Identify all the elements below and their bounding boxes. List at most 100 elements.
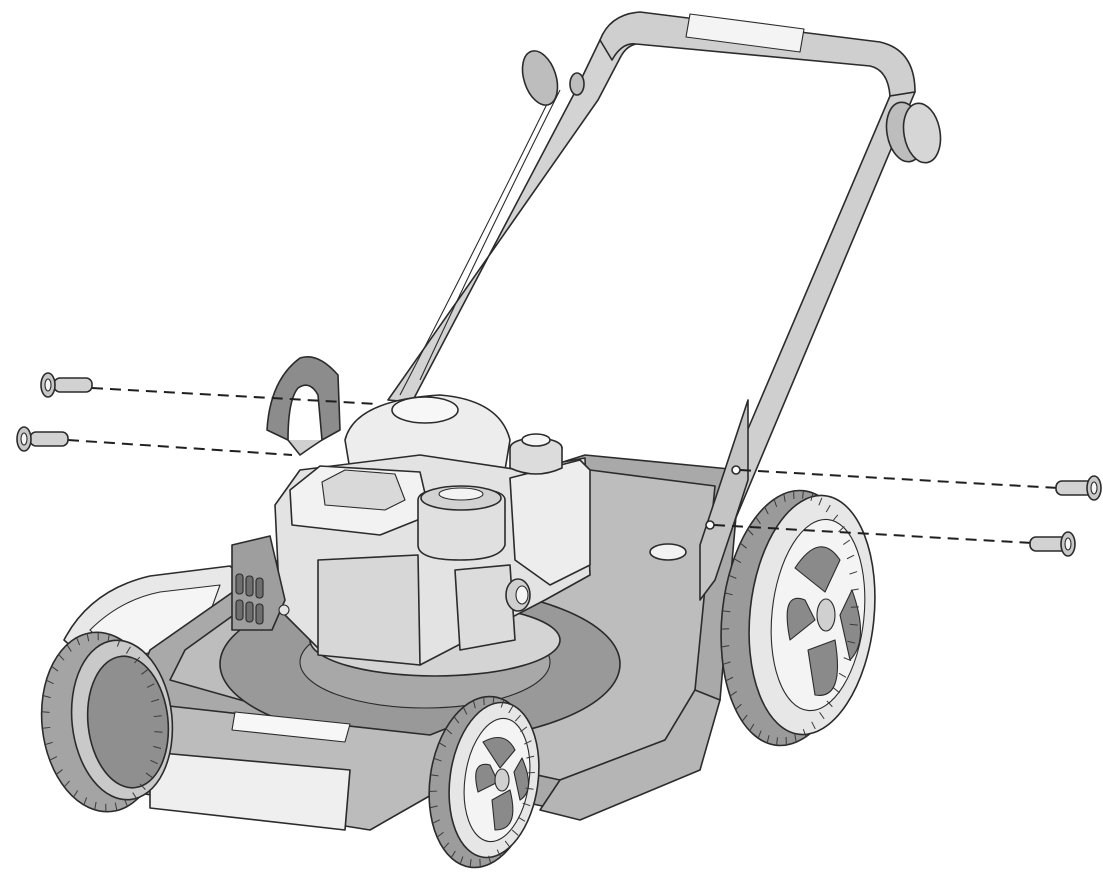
tread-tick	[429, 805, 438, 809]
tread-tick	[747, 528, 754, 536]
tread-tick	[51, 665, 59, 672]
tread-tick	[63, 780, 70, 788]
deck-hole	[649, 543, 687, 561]
tread-tick	[153, 745, 162, 749]
tread-tick	[132, 792, 138, 800]
tread-tick	[818, 497, 823, 506]
tread-tick	[436, 831, 444, 838]
tread-tick	[843, 539, 851, 545]
tread-tick	[741, 714, 748, 722]
tread-tick	[94, 801, 97, 810]
fuel-cap	[509, 447, 563, 475]
tread-tick	[83, 797, 88, 806]
tread-tick	[733, 558, 742, 564]
tread-tick	[150, 759, 158, 765]
tread-tick	[151, 698, 160, 703]
tread-tick	[116, 638, 121, 647]
tread-tick	[504, 840, 511, 848]
deck-label	[231, 711, 351, 743]
tread-tick	[107, 634, 110, 643]
bracket-bolt-hole-upper	[731, 465, 741, 475]
tread-tick	[722, 610, 731, 613]
tread-tick	[445, 728, 453, 735]
tread-tick	[134, 656, 141, 664]
tread-tick	[123, 798, 128, 807]
tread-tick	[721, 645, 730, 648]
tread-tick	[802, 490, 804, 499]
tread-tick	[146, 683, 155, 688]
guide-line-right-upper	[739, 469, 1059, 489]
tread-tick	[66, 644, 72, 652]
tread-tick	[514, 714, 521, 722]
handle-mount-bracket	[699, 399, 749, 601]
tread-tick	[520, 726, 528, 733]
tread-tick	[46, 679, 54, 685]
tread-tick	[740, 542, 747, 549]
tread-tick	[825, 504, 831, 513]
tread-tick	[832, 514, 839, 522]
tread-tick	[469, 859, 472, 868]
bolt-right-upper	[1055, 475, 1102, 501]
tread-tick	[833, 687, 840, 694]
tread-tick	[729, 691, 737, 697]
tread-tick	[488, 855, 492, 864]
tread-tick	[508, 705, 514, 714]
bolt-left-upper	[40, 372, 93, 398]
guide-line-left-lower	[67, 439, 293, 456]
tread-tick	[766, 735, 770, 744]
tread-tick	[849, 623, 858, 626]
handle-left-bar	[387, 19, 637, 403]
tread-tick	[453, 716, 460, 724]
tread-tick	[724, 592, 733, 596]
tread-tick	[462, 706, 468, 715]
tread-tick	[432, 819, 440, 824]
tread-tick	[850, 588, 859, 591]
assembly-guides	[67, 387, 1059, 544]
tread-tick	[42, 726, 51, 729]
tread-tick	[496, 849, 502, 858]
tread-tick	[459, 856, 464, 865]
tread-tick	[826, 700, 833, 708]
tread-tick	[819, 712, 825, 720]
tread-tick	[472, 700, 476, 709]
tread-tick	[735, 703, 742, 710]
tread-tick	[433, 757, 442, 762]
tread-tick	[58, 654, 65, 661]
tread-tick	[725, 676, 734, 682]
control-cable	[419, 89, 561, 381]
tread-tick	[55, 769, 63, 775]
tread-tick	[764, 506, 769, 515]
tread-tick	[776, 737, 778, 746]
tread-tick	[41, 711, 50, 713]
tread-tick	[846, 554, 855, 560]
tread-tick	[757, 730, 762, 739]
tread-tick	[524, 740, 532, 745]
rear-left-wheel	[40, 631, 174, 813]
bracket-bolt-hole-lower	[705, 520, 715, 530]
tread-tick	[114, 802, 118, 811]
bolt-right-lower	[1029, 531, 1076, 557]
rear-right-wheel	[720, 489, 876, 747]
handle-grip-label	[685, 13, 805, 53]
tread-tick	[794, 734, 797, 743]
tread-tick	[153, 715, 162, 718]
tread-tick	[838, 526, 845, 533]
tread-tick	[843, 657, 852, 662]
tread-tick	[443, 842, 450, 850]
tread-tick	[728, 574, 737, 579]
front-wheel	[428, 695, 540, 869]
tread-tick	[492, 696, 495, 705]
tread-tick	[42, 695, 51, 699]
tread-tick	[522, 802, 531, 807]
tread-tick	[125, 646, 131, 654]
mower-handle	[387, 11, 942, 521]
tread-tick	[838, 672, 847, 678]
tread-tick	[49, 756, 58, 761]
tread-tick	[847, 640, 856, 644]
tread-tick	[86, 633, 90, 642]
bolt-left-lower	[16, 426, 69, 452]
tread-tick	[139, 783, 146, 790]
tread-tick	[811, 721, 816, 730]
tread-tick	[430, 774, 439, 777]
